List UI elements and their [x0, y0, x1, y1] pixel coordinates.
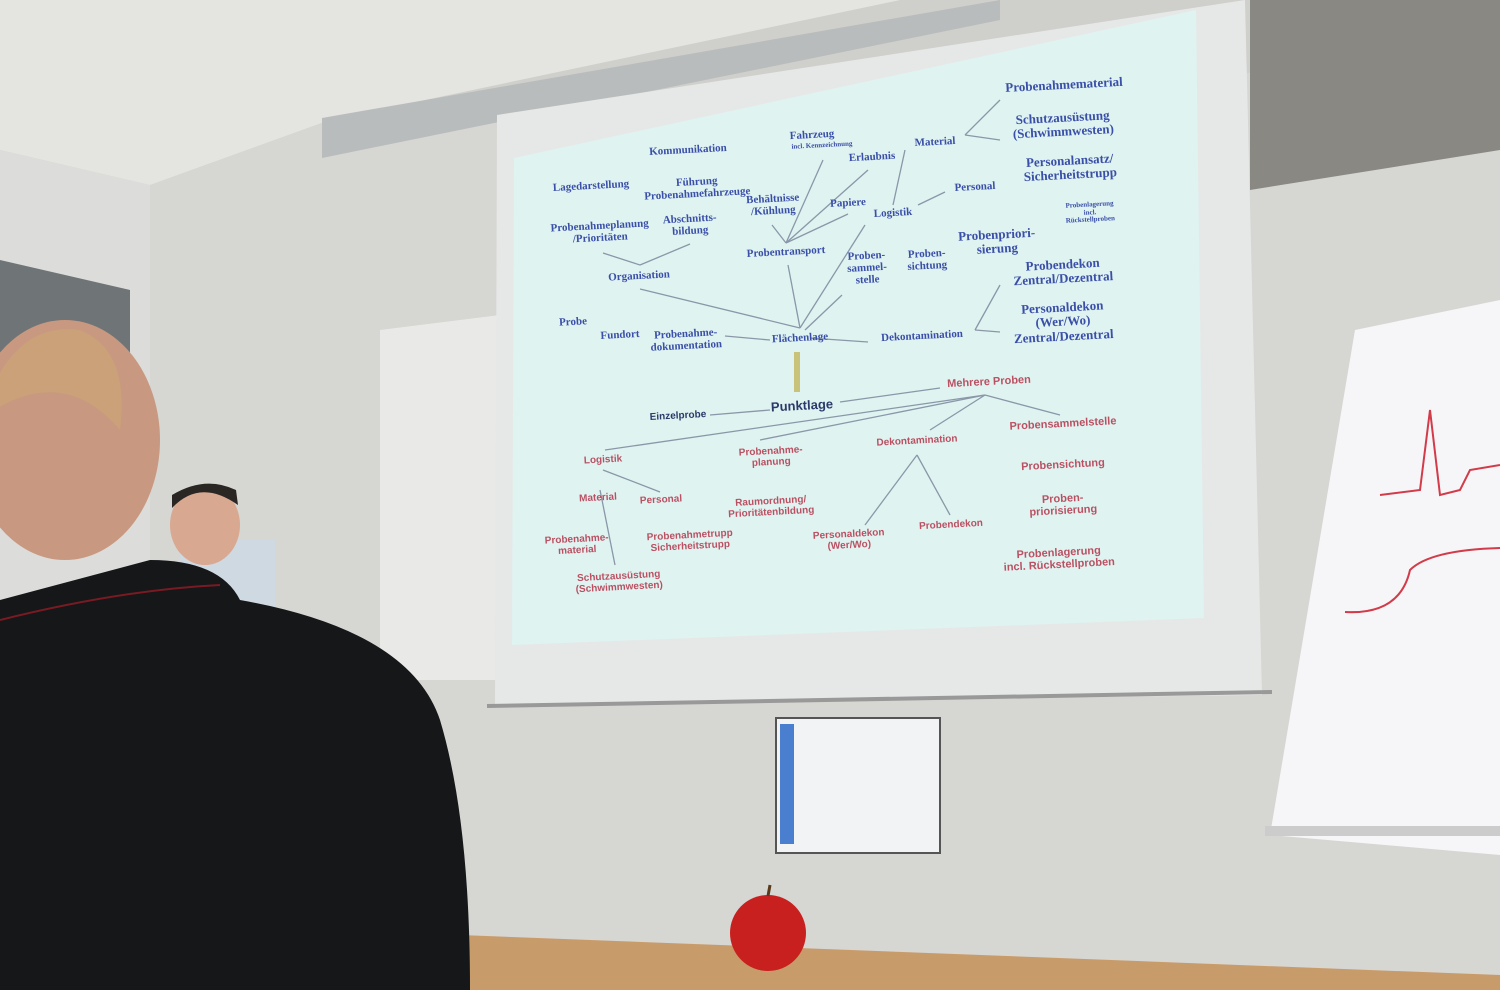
screen-bar	[486, 690, 1273, 708]
screen-housing	[322, 0, 1000, 158]
label-probensichtung: Proben- sichtung	[907, 246, 948, 274]
label-personal: Personal	[954, 179, 996, 195]
label-probenahmeplanung: Probenahmeplanung /Prioritäten	[550, 217, 650, 246]
label-probenahmeplanung-lower: Probenahme- planung	[738, 444, 803, 470]
diagram-arrows	[599, 99, 1061, 566]
wall-poster	[775, 717, 941, 854]
label-personaldekon-lower: Personaldekon (Wer/Wo)	[812, 527, 885, 553]
wall-right-dark	[1250, 0, 1500, 190]
label-papiere: Papiere	[829, 196, 867, 210]
label-personal-lower: Personal	[639, 493, 683, 507]
label-probendekon: Probendekon Zentral/Dezentral	[1013, 254, 1114, 289]
label-personaldekon: Personaldekon (Wer/Wo) Zentral/Dezentral	[1013, 297, 1114, 346]
label-material: Material	[914, 134, 956, 150]
label-raumordnung: Raumordnung/ Prioritätenbildung	[728, 494, 815, 521]
label-logistik-lower: Logistik	[583, 453, 623, 467]
label-behaeltnisse: Behältnisse /Kühlung	[745, 191, 800, 219]
wall-poster-strip	[780, 724, 794, 844]
table	[440, 935, 1500, 990]
label-probenlagerung: Probenlagerung incl. Rückstellproben	[1065, 199, 1116, 226]
label-fundort: Fundort	[600, 327, 640, 342]
label-material-lower: Material	[578, 491, 618, 505]
label-schutzausruestung-lower: Schutzausüstung (Schwimmwesten)	[575, 568, 664, 596]
label-probenpriorisierung: Probenpriori- sierung	[957, 224, 1036, 258]
label-probensammelstelle: Proben- sammel- stelle	[846, 248, 888, 287]
label-abschnittsbildung: Abschnitts- bildung	[662, 211, 717, 238]
projection-screen	[512, 10, 1204, 645]
label-schutzausruestung: Schutzausüstung (Schwimmwesten)	[1012, 107, 1115, 142]
label-logistik: Logistik	[873, 205, 913, 220]
label-probe: Probe	[558, 315, 588, 329]
label-dokumentation: Probenahme- dokumentation	[650, 326, 723, 354]
apple	[730, 884, 806, 971]
whiteboard-behind	[380, 315, 500, 680]
label-probenahmetrupp: Probenahmetrupp Sicherheitstrupp	[646, 527, 734, 555]
label-personalansatz: Personalansatz/ Sicherheitstrupp	[1023, 150, 1118, 185]
label-probenpriorisierung-lower: Proben- priorisierung	[1029, 491, 1098, 519]
ceiling-panel	[0, 0, 900, 185]
label-erlaubnis: Erlaubnis	[848, 149, 896, 165]
flipchart	[1265, 300, 1500, 855]
label-probenahmematerial-lower: Probenahme- material	[544, 532, 609, 557]
audience-member	[0, 320, 470, 990]
